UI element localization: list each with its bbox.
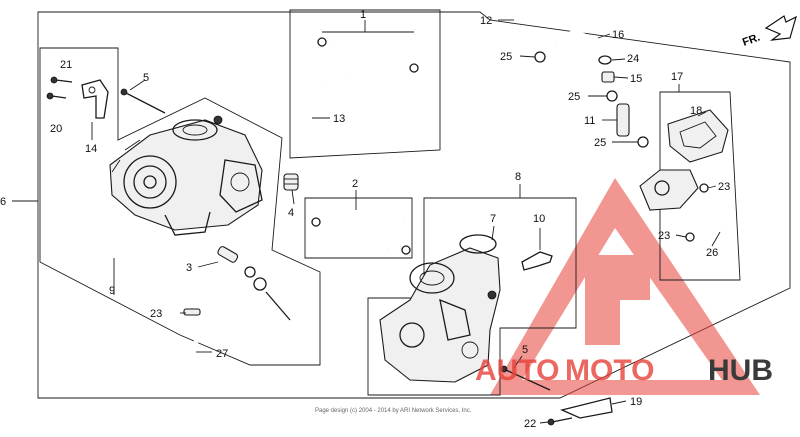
copyright-text: Page design (c) 2004 - 2014 by ARI Netwo… bbox=[315, 408, 472, 414]
hose-group-box-2 bbox=[304, 197, 413, 259]
callout-labels: 1 2 3 4 5 5 6 7 8 9 10 11 12 13 14 15 16… bbox=[0, 9, 730, 430]
watermark-logo bbox=[490, 178, 760, 395]
callout-18: 18 bbox=[690, 105, 702, 117]
part-26-hose bbox=[710, 197, 734, 232]
part-18-gasket bbox=[667, 109, 729, 163]
sensor-group-box-17 bbox=[659, 91, 741, 281]
assembly-outline bbox=[37, 11, 791, 399]
part-20-screw bbox=[46, 92, 67, 100]
watermark-moto: MOTO bbox=[565, 354, 654, 387]
part-14-bracket bbox=[81, 79, 109, 119]
right-carburetor bbox=[379, 234, 501, 383]
callout-9: 9 bbox=[109, 285, 115, 297]
part-3-needle-set bbox=[217, 246, 291, 321]
callout-27: 27 bbox=[216, 348, 228, 360]
callout-25-b: 25 bbox=[568, 91, 580, 103]
carb-group-box-9 bbox=[39, 47, 321, 366]
part-17-valve bbox=[639, 169, 699, 211]
part-2-tee-pipe bbox=[311, 216, 411, 255]
watermark-auto: AUTO bbox=[475, 354, 559, 387]
callout-23-right-b: 23 bbox=[658, 230, 670, 242]
callout-19: 19 bbox=[630, 396, 642, 408]
callout-16: 16 bbox=[612, 29, 624, 41]
callout-26: 26 bbox=[706, 247, 718, 259]
callout-3: 3 bbox=[186, 262, 192, 274]
callout-24: 24 bbox=[627, 53, 639, 65]
part-21-screw bbox=[50, 76, 73, 84]
callout-12: 12 bbox=[480, 15, 492, 27]
callout-25-a: 25 bbox=[500, 51, 512, 63]
watermark-hub: HUB bbox=[708, 354, 773, 387]
front-direction-arrow-icon bbox=[764, 15, 797, 41]
callout-20: 20 bbox=[50, 123, 62, 135]
part-16-hose bbox=[554, 28, 602, 47]
part-15-fitting bbox=[601, 71, 615, 83]
part-23-fitting-right-a bbox=[699, 183, 709, 193]
callout-22: 22 bbox=[524, 418, 536, 430]
left-carburetor bbox=[109, 115, 263, 236]
part-4-spring bbox=[283, 173, 299, 191]
callout-23-left: 23 bbox=[150, 308, 162, 320]
part-5-bolt-right bbox=[500, 365, 551, 391]
part-24-washer bbox=[598, 55, 612, 65]
callout-6: 6 bbox=[0, 196, 6, 208]
leader-lines bbox=[91, 19, 721, 424]
callout-11: 11 bbox=[584, 115, 595, 127]
part-23-fitting-right-b bbox=[685, 232, 695, 242]
part-13-hose bbox=[305, 81, 325, 153]
watermark-text: AUTO MOTO HUB bbox=[475, 354, 773, 387]
callout-8: 8 bbox=[515, 171, 521, 183]
callout-14: 14 bbox=[85, 143, 97, 155]
part-25-clamp-b bbox=[606, 90, 618, 102]
callout-17: 17 bbox=[671, 71, 683, 83]
part-5-bolt-left bbox=[120, 88, 166, 114]
callout-10: 10 bbox=[533, 213, 545, 225]
carb-group-box-8 bbox=[367, 197, 577, 396]
part-25-clamp-c bbox=[637, 136, 649, 148]
callout-25-c: 25 bbox=[594, 137, 606, 149]
callout-21: 21 bbox=[60, 59, 72, 71]
callout-15: 15 bbox=[630, 73, 642, 85]
hose-group-box-1 bbox=[289, 9, 441, 159]
callout-2: 2 bbox=[352, 178, 358, 190]
callout-23-right-a: 23 bbox=[718, 181, 730, 193]
part-10-clip bbox=[521, 251, 553, 271]
part-23-fitting-left bbox=[183, 308, 201, 316]
part-25-clamp-a bbox=[534, 51, 546, 63]
part-11-tube bbox=[616, 103, 630, 137]
callout-5-left: 5 bbox=[143, 72, 149, 84]
callout-5-right: 5 bbox=[522, 344, 528, 356]
part-12-hose bbox=[513, 11, 549, 23]
front-direction-label: FR. bbox=[741, 31, 762, 48]
callout-7: 7 bbox=[490, 213, 496, 225]
callout-1: 1 bbox=[360, 9, 366, 21]
callout-4: 4 bbox=[288, 207, 294, 219]
part-19-bracket bbox=[560, 397, 613, 419]
callout-13: 13 bbox=[333, 113, 345, 125]
part-1-tee-pipe bbox=[317, 37, 419, 77]
part-22-bolt bbox=[547, 417, 573, 426]
